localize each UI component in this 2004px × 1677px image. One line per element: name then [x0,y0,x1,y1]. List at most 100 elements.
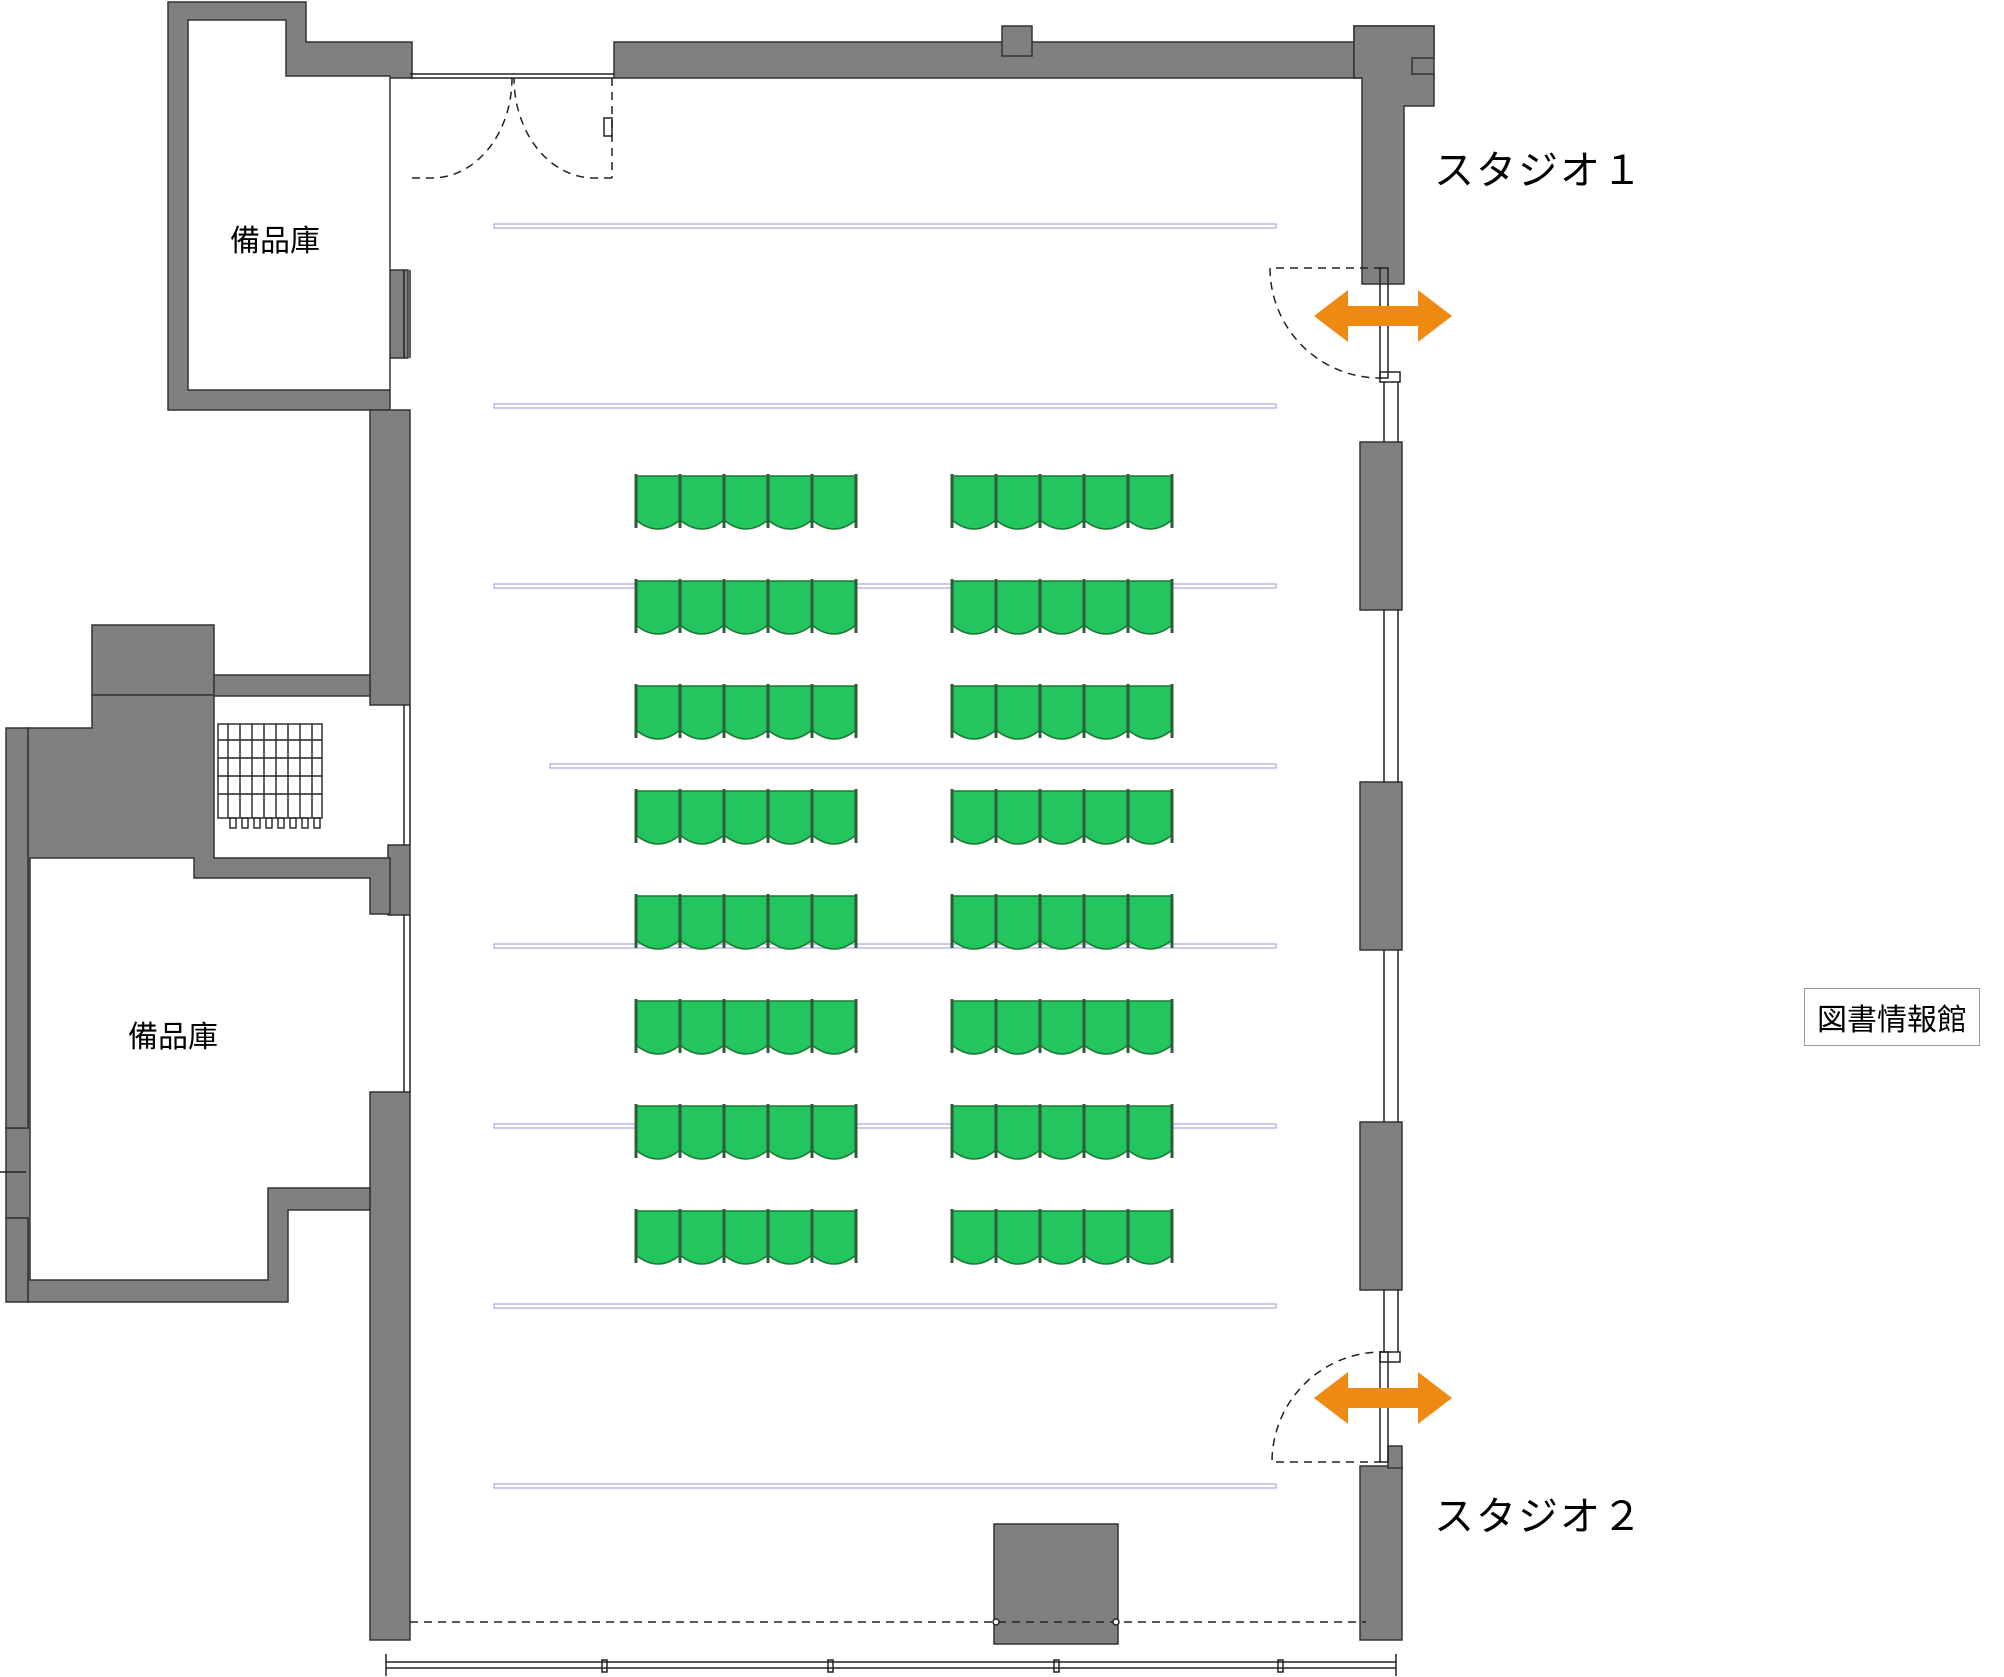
seat [1039,1210,1085,1265]
seat [1039,1105,1085,1160]
seat [811,1210,857,1265]
seat [767,1210,813,1265]
seat-armrest [810,1104,814,1158]
seat [1127,685,1173,740]
seat-armrest [1170,474,1174,528]
seat [635,1105,681,1160]
guide-rail [493,223,1277,229]
seat [1039,790,1085,845]
seat-armrest [766,1209,770,1263]
seat-armrest [634,1104,638,1158]
wall-storage-bottom [5,674,391,1303]
seat [1127,790,1173,845]
seat-armrest [994,579,998,633]
seat-armrest [1170,999,1174,1053]
seat-armrest [678,579,682,633]
seat-armrest [950,1209,954,1263]
seat [1127,1000,1173,1055]
seat [995,895,1041,950]
seat [1039,580,1085,635]
seat [1083,685,1129,740]
seat-armrest [854,1104,858,1158]
guide-rail [493,1123,1277,1129]
seat [767,685,813,740]
seat-armrest [994,684,998,738]
seat [995,790,1041,845]
seat-armrest [950,474,954,528]
seat [723,1000,769,1055]
wall-storage-bottom-left [5,727,29,1129]
seat [679,790,725,845]
seat [679,580,725,635]
seat [767,790,813,845]
label-studio-1: スタジオ１ [1434,148,1644,194]
stacked-chairs [217,723,323,829]
seat-armrest [994,894,998,948]
seat-armrest [810,999,814,1053]
seat-armrest [1038,1209,1042,1263]
seat-armrest [722,999,726,1053]
seat-armrest [1038,684,1042,738]
seat-armrest [1126,684,1130,738]
seat-armrest [1170,1209,1174,1263]
wall-storage-bottom-left2 [5,1217,29,1303]
label-library: 図書情報館 [1804,988,1980,1046]
seat-armrest [1126,999,1130,1053]
wall-right-bottom-lip [1387,1445,1403,1469]
door-details [603,117,1389,1626]
seat [811,1000,857,1055]
seat-armrest [722,684,726,738]
seat-armrest [810,1209,814,1263]
seat [1083,475,1129,530]
seat-armrest [1126,579,1130,633]
seat [679,1210,725,1265]
seat-armrest [810,579,814,633]
guide-rail [549,763,1277,769]
seat-armrest [1126,789,1130,843]
seat-armrest [994,474,998,528]
seat [723,475,769,530]
seat-armrest [1038,579,1042,633]
seat-armrest [950,684,954,738]
seat [995,685,1041,740]
seat-armrest [1038,894,1042,948]
seat-armrest [678,474,682,528]
seat [951,1210,997,1265]
seat [1127,1210,1173,1265]
seat [679,1105,725,1160]
seat-armrest [1082,1104,1086,1158]
walls [5,1,1435,1645]
guide-rail [493,1483,1277,1489]
seat-armrest [722,1104,726,1158]
seat-armrest [766,579,770,633]
guide-rail [493,1303,1277,1309]
seat [995,1210,1041,1265]
seat [1039,475,1085,530]
seat-armrest [678,894,682,948]
seat-armrest [722,1209,726,1263]
podium-block [993,1523,1119,1645]
door-top-left-swing [412,77,513,179]
seat [723,685,769,740]
seat [635,580,681,635]
seat [995,580,1041,635]
wall-right-seg2 [1359,781,1403,951]
seat [995,1105,1041,1160]
wall-main-left-upper [369,409,411,706]
seat [811,790,857,845]
arrow-studio-2 [1314,1372,1452,1424]
seat-armrest [766,789,770,843]
seat-armrest [854,1209,858,1263]
windows [0,73,1401,1676]
seat-armrest [1038,999,1042,1053]
seat-armrest [722,579,726,633]
seat-armrest [994,999,998,1053]
seat-armrest [810,684,814,738]
wall-top-main [613,41,1355,79]
seat-armrest [634,999,638,1053]
seat-armrest [950,1104,954,1158]
guide-rail [493,583,1277,589]
seat-armrest [854,474,858,528]
seat [951,1105,997,1160]
